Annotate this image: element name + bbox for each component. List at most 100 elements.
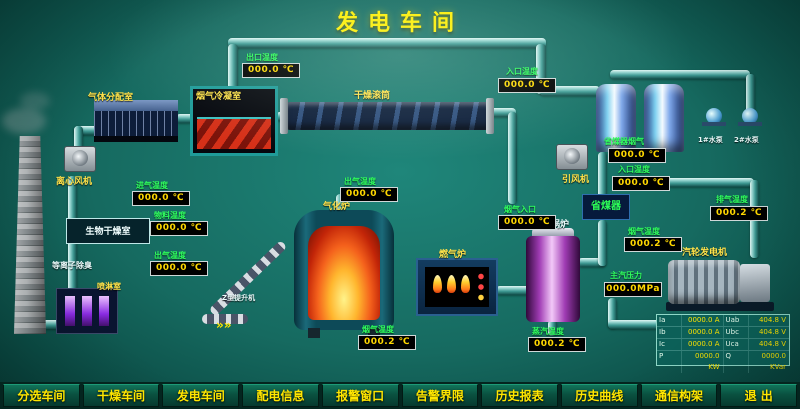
value-outgas-temp-left: 000.0 ℃ xyxy=(150,261,208,276)
bio-drying-room: 生物干燥室 xyxy=(66,218,150,244)
nav-history-curve[interactable]: 历史曲线 xyxy=(560,384,638,407)
pipe-pump-drop xyxy=(746,74,755,114)
pipe-spray-chimney xyxy=(42,320,60,329)
meter-value: 0000.0 A xyxy=(682,327,724,338)
gas-distribution-room xyxy=(94,100,178,142)
nav-alarm-window[interactable]: 报警窗口 xyxy=(321,384,399,407)
pipe-boiler-right xyxy=(578,258,606,267)
gas-furnace xyxy=(416,258,498,316)
drying-drum xyxy=(286,102,490,130)
water-tank xyxy=(644,84,684,152)
label-inlet-temp-fan: 入口温度 xyxy=(618,165,650,174)
nav-comm-framework[interactable]: 通信构架 xyxy=(640,384,718,407)
label-centrifugal-fan: 离心风机 xyxy=(56,177,93,187)
pipe-boiler-bottom xyxy=(548,320,557,336)
flame-icon xyxy=(461,275,470,293)
bottom-nav-bar: 分选车间 干燥车间 发电车间 配电信息 报警窗口 告警界限 历史报表 历史曲线 … xyxy=(0,382,800,409)
meter-row: Ib 0000.0 A Ubc 404.8 V xyxy=(657,327,789,339)
chimney xyxy=(14,136,46,334)
flow-arrows-icon: »» xyxy=(216,318,232,332)
smoke-puff xyxy=(2,108,46,134)
smoke-puff xyxy=(20,92,50,110)
label-fluegas-temp-mid: 烟气温度 xyxy=(362,325,394,334)
value-main-steam-pressure: 000.0MPa xyxy=(604,282,662,297)
nav-power-workshop[interactable]: 发电车间 xyxy=(162,384,240,407)
label-fluegas-inlet: 烟气入口 xyxy=(504,205,536,214)
steam-boiler-vessel xyxy=(526,236,580,322)
value-fluegas-temp-mid: 000.2 ℃ xyxy=(358,335,416,350)
drum-end-cap xyxy=(486,98,494,134)
label-intake-temp: 进气温度 xyxy=(136,181,168,190)
label-z-elevator: Z型提升机 xyxy=(222,294,256,302)
label-exhaust-temp: 排气温度 xyxy=(716,195,748,204)
meter-value: 404.8 V xyxy=(758,328,786,336)
plasma-bar xyxy=(82,296,92,326)
pipe-gasdist-condenser xyxy=(176,114,194,123)
meter-row: Ia 0000.0 A Uab 404.8 V xyxy=(657,315,789,327)
furnace-window xyxy=(425,267,489,307)
label-material-temp: 物料温度 xyxy=(154,211,186,220)
gasdist-tube-bank xyxy=(94,111,178,136)
label-inlet-temp-top: 入口温度 xyxy=(506,67,538,76)
label-economizer-fluegas: 省煤器烟气 xyxy=(604,137,644,146)
meter-value: 404.8 V xyxy=(758,316,786,324)
chimney-shading xyxy=(14,136,46,334)
plasma-bar xyxy=(99,296,109,326)
nav-distribution-info[interactable]: 配电信息 xyxy=(242,384,319,407)
meter-label: P xyxy=(657,351,682,373)
label-main-steam-pressure: 主汽压力 xyxy=(610,271,642,280)
meter-value: 0000.0 KVar xyxy=(761,352,787,371)
pipe-drum-outlet xyxy=(488,108,516,117)
turbine-base xyxy=(666,302,774,311)
flame-icon xyxy=(433,275,442,293)
pump-base xyxy=(702,122,726,126)
value-inlet-temp-fan: 000.0 ℃ xyxy=(612,176,670,191)
label-outgas-temp-left: 出气温度 xyxy=(154,251,186,260)
gasifier-leg xyxy=(308,328,320,338)
gasdist-base xyxy=(94,136,178,142)
nav-drying-workshop[interactable]: 干燥车间 xyxy=(82,384,160,407)
label-spray-room: 喷淋室 xyxy=(97,282,121,291)
nav-exit[interactable]: 退 出 xyxy=(720,384,798,407)
meter-label: Ubc xyxy=(724,327,749,338)
nav-alarm-limits[interactable]: 告警界限 xyxy=(401,384,479,407)
z-elevator-base xyxy=(202,314,248,324)
flame-icon xyxy=(447,275,456,293)
meter-value: 0000.0 KW xyxy=(682,351,724,373)
meter-value: 404.8 V xyxy=(758,340,786,348)
pipe-fan-elbow-v xyxy=(74,126,83,150)
meter-label: Ic xyxy=(657,339,682,350)
label-steam-temp: 蒸汽温度 xyxy=(532,327,564,336)
meter-value: 0000.0 A xyxy=(682,339,724,350)
meter-label: Ia xyxy=(657,315,682,326)
gasdist-top-band xyxy=(94,100,178,111)
gasifier-leg xyxy=(368,328,380,338)
centrifugal-fan-icon xyxy=(64,146,96,172)
gasifier-flame xyxy=(308,226,380,320)
pipe-tanks-top xyxy=(610,70,750,79)
label-plasma-deodorizer: 等离子除臭 xyxy=(52,261,92,270)
drum-end-cap xyxy=(280,98,288,134)
label-pump-1: 1#水泵 xyxy=(698,136,723,144)
pump-1-icon xyxy=(702,108,726,130)
nav-history-report[interactable]: 历史报表 xyxy=(481,384,558,407)
fan-wheel-icon xyxy=(564,148,580,164)
pump-volute-icon xyxy=(742,108,758,124)
value-intake-temp: 000.0 ℃ xyxy=(132,191,190,206)
boiler-top-cap xyxy=(532,228,574,237)
nav-sorting-workshop[interactable]: 分选车间 xyxy=(3,384,80,407)
pipe-economizer-up xyxy=(598,152,607,198)
label-induced-draft-fan: 引风机 xyxy=(562,175,590,185)
label-outgas-temp-gasifier: 出气温度 xyxy=(344,177,376,186)
pipe-gasifier-top xyxy=(336,194,345,214)
turbine-body xyxy=(668,260,740,304)
label-condenser: 烟气冷凝室 xyxy=(196,92,242,102)
generator-meter-table: Ia 0000.0 A Uab 404.8 V Ib 0000.0 A Ubc … xyxy=(656,314,790,373)
value-outlet-temp: 000.0 ℃ xyxy=(242,63,300,78)
value-fluegas-temp-right: 000.2 ℃ xyxy=(624,237,682,252)
label-gas-distribution-room: 气体分配室 xyxy=(88,93,134,103)
pipe-condenser-riser xyxy=(228,44,238,90)
z-elevator-incline xyxy=(208,239,288,317)
economizer-box: 省煤器 xyxy=(582,194,630,220)
